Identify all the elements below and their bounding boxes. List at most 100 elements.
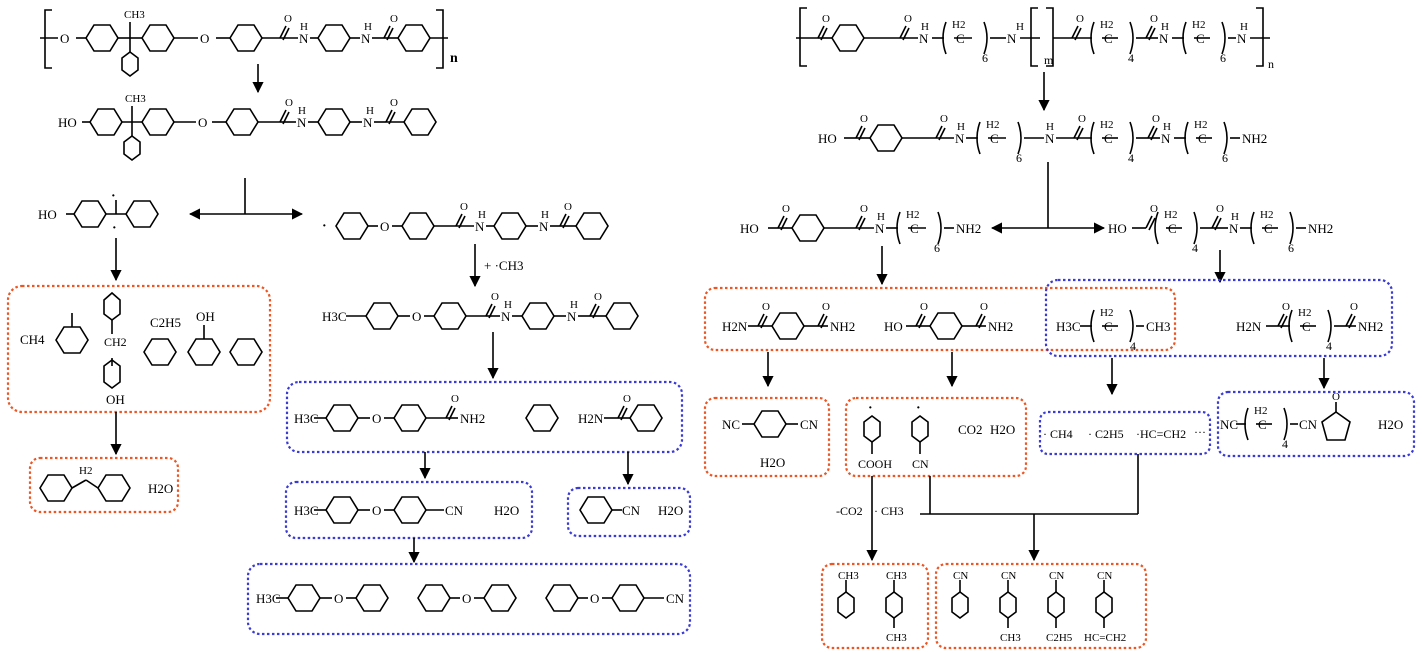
blue-box-4-structures xyxy=(276,584,664,612)
amide-hydrogen: H xyxy=(1240,21,1248,33)
substituted-benzonitriles xyxy=(951,580,1113,628)
carbonyl-oxygen: O xyxy=(594,291,602,303)
repeat-count: 4 xyxy=(1326,339,1332,353)
carbonyl-oxygen: O xyxy=(390,97,398,109)
carbon-label: C xyxy=(1302,319,1311,334)
carbon-label: C xyxy=(1196,31,1205,46)
carbonyl-oxygen: O xyxy=(860,113,868,125)
nitrile-ketone-labels: NC H2 C 4 CN O H2O xyxy=(1220,391,1403,451)
methyl-label: H3C xyxy=(322,309,347,324)
ether-oxygen: O xyxy=(590,591,599,606)
amide-nitrogen: N xyxy=(1229,221,1239,236)
methylene-label: H2 xyxy=(1100,307,1113,319)
carbonyl-oxygen: O xyxy=(1150,203,1158,215)
amine-label: H2N xyxy=(1236,319,1262,334)
radical-left xyxy=(66,200,159,228)
product-box-orange xyxy=(703,396,831,478)
orange-box-1-structures xyxy=(55,291,263,389)
carboxyl-label: COOH xyxy=(858,457,892,471)
repeat-m: m xyxy=(1044,53,1054,67)
carbonyl-oxygen: O xyxy=(623,393,631,405)
carbonyl-oxygen: O xyxy=(980,301,988,313)
methane-label: CH4 xyxy=(20,332,45,347)
methyl-label: CH3 xyxy=(125,93,146,105)
amide-hydrogen: H xyxy=(366,105,374,117)
amine-label: NH2 xyxy=(988,319,1013,334)
radical-dot: · xyxy=(322,219,327,234)
water-label: H2O xyxy=(658,503,683,518)
carbonyl-oxygen: O xyxy=(920,301,928,313)
carbonyl-oxygen: O xyxy=(451,393,459,405)
carbon-label: C xyxy=(1258,417,1267,432)
nitrile-label: CN xyxy=(912,457,929,471)
product-box-blue xyxy=(1044,278,1394,358)
ether-oxygen: O xyxy=(198,115,207,130)
methylene-label: H2 xyxy=(952,19,965,31)
blue-box-4-labels: H3C O O O CN xyxy=(256,591,685,606)
methylene-label: H2 xyxy=(906,209,919,221)
fragment-right-2-labels: HO O O N H H2 C 6 NH2 xyxy=(740,203,981,255)
amide-hydrogen: H xyxy=(1046,121,1054,133)
carbonyl-oxygen: O xyxy=(564,201,572,213)
methyl-radical-addition: + ·CH3 xyxy=(484,258,523,273)
nitrile-label: CN xyxy=(1001,570,1016,582)
carbonyl-oxygen: O xyxy=(491,291,499,303)
methylene-label: H2 xyxy=(79,465,92,477)
water-label: H2O xyxy=(1378,417,1403,432)
methylene-label: H2 xyxy=(1164,209,1177,221)
amide-hydrogen: H xyxy=(877,211,885,223)
carbonyl-oxygen: O xyxy=(822,301,830,313)
carbonyl-oxygen: O xyxy=(284,13,292,25)
carbonyl-oxygen: O xyxy=(1216,203,1224,215)
ether-oxygen: O xyxy=(372,411,381,426)
repeat-count: 4 xyxy=(1192,241,1198,255)
amide-hydrogen: H xyxy=(1231,211,1239,223)
carbonyl-oxygen: O xyxy=(860,203,868,215)
nitrile-label: CN xyxy=(1097,570,1112,582)
nitrile-label: CN xyxy=(1299,417,1318,432)
nitrile-label: NC xyxy=(1220,417,1238,432)
radical-dot: · xyxy=(112,221,117,236)
orange-box-2-structures xyxy=(748,312,986,340)
fragment-left-1 xyxy=(82,106,437,161)
carbon-label: C xyxy=(910,221,919,236)
water-label: H2O xyxy=(148,481,173,496)
product-box-orange xyxy=(844,396,1028,478)
radical-right-labels: · O O N H N H O xyxy=(322,201,572,234)
amide-hydrogen: H xyxy=(921,21,929,33)
carbonyl-oxygen: O xyxy=(285,97,293,109)
amine-label: H2N xyxy=(722,319,748,334)
product-box-blue xyxy=(246,562,692,636)
amide-hydrogen: H xyxy=(364,21,372,33)
methylene-label: H2 xyxy=(1298,307,1311,319)
amine-label: NH2 xyxy=(460,411,485,426)
nitrile-label: CN xyxy=(953,570,968,582)
amine-label: H2N xyxy=(578,411,604,426)
amide-nitrogen: N xyxy=(501,309,511,324)
amide-nitrogen: N xyxy=(1159,31,1169,46)
blue-box-right-structures xyxy=(1080,309,1356,343)
repeat-count: 4 xyxy=(1282,437,1288,451)
fragment-right-2 xyxy=(768,211,954,245)
small-radicals: · CH4 · C2H5 ·HC=CH2 ··· xyxy=(1043,425,1206,441)
repeat-n: n xyxy=(450,51,458,66)
product-box-blue xyxy=(566,486,692,538)
carbonyl-oxygen: O xyxy=(822,13,830,25)
fragment-left-2-labels: H3C O O N H N H O xyxy=(322,291,602,324)
carbon-label: C xyxy=(1104,319,1113,334)
methyl-radical: · CH4 xyxy=(1043,427,1073,441)
fragment-left-1-labels: HO CH3 O O N H N H O xyxy=(58,93,398,130)
carbon-label: C xyxy=(1104,131,1113,146)
ether-oxygen: O xyxy=(462,591,471,606)
methyl-radical-label: · CH3 xyxy=(874,504,904,518)
product-box-orange xyxy=(934,562,1148,650)
methyl-label: H3C xyxy=(1056,319,1081,334)
decarboxylation-label: -CO2 xyxy=(836,504,863,518)
nitrile-ketone-structures xyxy=(1236,402,1351,441)
repeat-count: 6 xyxy=(1288,241,1294,255)
carbonyl-oxygen: O xyxy=(1332,391,1340,403)
product-box-orange xyxy=(28,456,180,514)
polymer-right xyxy=(796,7,1270,67)
nitrile-label: CN xyxy=(445,503,464,518)
